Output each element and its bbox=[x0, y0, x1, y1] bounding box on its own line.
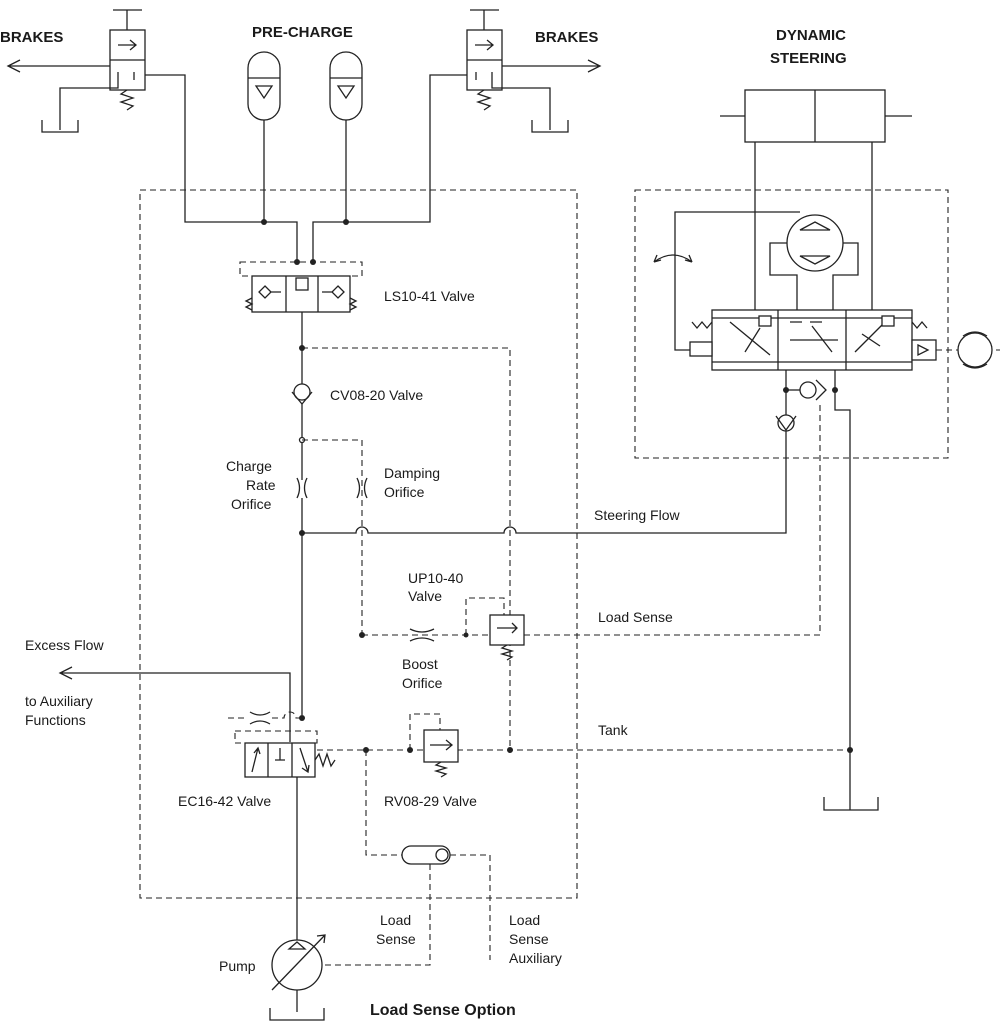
damping-label: Damping bbox=[384, 465, 440, 481]
damping-orifice-dashed-line bbox=[302, 439, 363, 635]
rv08-29-valve bbox=[423, 729, 459, 778]
brake-left-outlet-line bbox=[6, 59, 110, 73]
shuttle-valve bbox=[401, 845, 451, 865]
shuttle-right-dashed-line bbox=[450, 854, 491, 960]
steering-motor bbox=[786, 214, 844, 272]
ec16-42-label: EC16-42 Valve bbox=[178, 793, 271, 809]
ls10-41-label: LS10-41 Valve bbox=[384, 288, 475, 304]
to-auxiliary-label: to Auxiliary bbox=[25, 693, 93, 709]
brake-valve-left bbox=[109, 9, 146, 111]
tank-symbol-steering bbox=[823, 797, 879, 811]
up10-40-valve-label: Valve bbox=[408, 588, 442, 604]
pre-charge-label: PRE-CHARGE bbox=[252, 24, 353, 41]
steering-flow-line bbox=[302, 430, 787, 534]
pump-label: Pump bbox=[219, 958, 256, 974]
brake-left-supply-line bbox=[145, 74, 298, 262]
boost-orifice bbox=[409, 628, 435, 642]
damping-orifice bbox=[356, 477, 368, 499]
brake-right-tank-line bbox=[491, 80, 551, 130]
ls10-41-valve-symbol bbox=[239, 261, 363, 313]
functions-label: Functions bbox=[25, 712, 86, 728]
steering-input-check bbox=[911, 339, 937, 361]
damping-orifice-label: Orifice bbox=[384, 484, 425, 500]
tank-symbol-left bbox=[41, 120, 79, 133]
pump-symbol bbox=[271, 934, 326, 991]
tank-label: Tank bbox=[598, 722, 629, 738]
brake-valve-right bbox=[466, 9, 503, 111]
steering-shuttle-valve bbox=[799, 379, 827, 401]
charge-label: Charge bbox=[226, 458, 272, 474]
load-sense-c-label-1: Load bbox=[509, 912, 540, 928]
steering-label: STEERING bbox=[770, 50, 847, 67]
boost-label: Boost bbox=[402, 656, 438, 672]
shuttle-left-dashed-line bbox=[365, 750, 402, 856]
brakes-right-label: BRAKES bbox=[535, 29, 598, 46]
up10-40-label: UP10-40 bbox=[408, 570, 463, 586]
rate-label: Rate bbox=[246, 477, 276, 493]
rv08-29-label: RV08-29 Valve bbox=[384, 793, 477, 809]
load-sense-b-label-1: Load bbox=[380, 912, 411, 928]
brake-left-tank-line bbox=[59, 80, 119, 130]
charge-rate-orifice bbox=[296, 477, 308, 499]
load-sense-to-steering-line bbox=[524, 405, 821, 636]
steering-control-valve bbox=[689, 309, 928, 371]
charge-orifice-label: Orifice bbox=[231, 496, 272, 512]
auxiliary-label: Auxiliary bbox=[509, 950, 562, 966]
tank-symbol-right bbox=[531, 120, 569, 133]
brakes-left-label: BRAKES bbox=[0, 29, 63, 46]
load-sense-c-label-2: Sense bbox=[509, 931, 549, 947]
excess-flow-line bbox=[58, 666, 291, 742]
steering-cylinder bbox=[720, 89, 912, 143]
steering-check-valve bbox=[775, 414, 797, 432]
tank-symbol-pump bbox=[269, 1008, 325, 1021]
accumulator-left bbox=[247, 51, 281, 121]
accumulator-right bbox=[329, 51, 363, 121]
main-manifold-boundary bbox=[139, 189, 578, 899]
boost-orifice-label: Orifice bbox=[402, 675, 443, 691]
diagram-title: Load Sense Option bbox=[370, 1002, 516, 1019]
load-sense-label: Load Sense bbox=[598, 609, 673, 625]
load-sense-pump-dashed-line bbox=[320, 864, 431, 966]
rotation-arrow-left bbox=[653, 254, 693, 263]
load-sense-b-label-2: Sense bbox=[376, 931, 416, 947]
tank-main-line bbox=[834, 390, 851, 810]
up10-40-valve bbox=[489, 614, 525, 661]
steering-return-line bbox=[674, 211, 800, 351]
ec16-42-valve bbox=[234, 730, 336, 778]
excess-flow-label: Excess Flow bbox=[25, 637, 104, 653]
brake-right-outlet-line bbox=[502, 59, 602, 73]
steering-flow-label: Steering Flow bbox=[594, 507, 680, 523]
cv08-20-label: CV08-20 Valve bbox=[330, 387, 423, 403]
cv08-20-check-valve bbox=[291, 383, 313, 406]
dynamic-label: DYNAMIC bbox=[776, 27, 846, 44]
brake-right-supply-line bbox=[312, 74, 467, 262]
steering-wheel-rotation-icon bbox=[957, 331, 993, 369]
